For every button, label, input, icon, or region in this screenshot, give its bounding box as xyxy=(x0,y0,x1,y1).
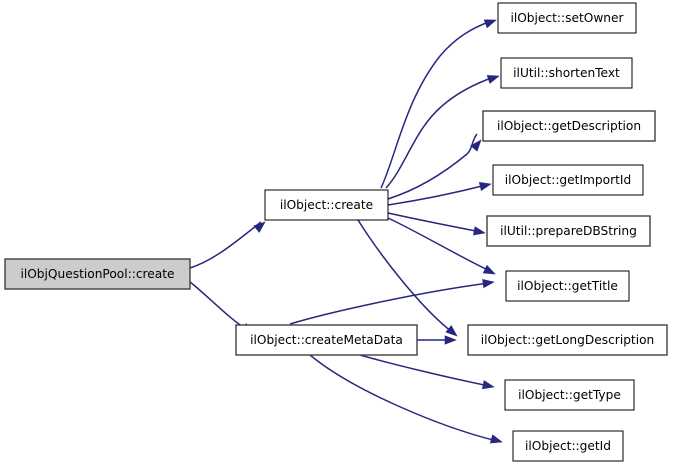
arrowhead-ilObject_getTitle_from_create xyxy=(482,264,496,275)
arrowhead-ilUtil_prepareDBString xyxy=(473,226,486,236)
arrowhead-ilUtil_shortenText xyxy=(486,75,500,84)
node-label-ilObject_getTitle: ilObject::getTitle xyxy=(517,279,618,293)
node-ilObject_getType[interactable]: ilObject::getType xyxy=(504,379,635,411)
node-ilUtil_prepareDBString[interactable]: ilUtil::prepareDBString xyxy=(486,215,651,247)
arrowhead-ilObject_getImportId xyxy=(478,182,492,192)
node-label-ilUtil_prepareDBString: ilUtil::prepareDBString xyxy=(500,224,637,238)
edge-ilObject_create-to-ilUtil_prepareDBString xyxy=(387,212,482,233)
node-box-ilObject_getImportId[interactable] xyxy=(492,164,644,196)
edge-ilObject_create-to-ilObject_getImportId xyxy=(387,184,487,206)
edge-ilObject_create-to-ilObject_getDescription xyxy=(387,133,478,200)
node-ilObject_create[interactable]: ilObject::create xyxy=(264,189,389,221)
arrowheads-layer xyxy=(240,19,503,444)
edge-ilObject_createMetaData-to-ilObject_getType xyxy=(359,354,490,387)
node-label-ilObject_getId: ilObject::getId xyxy=(525,439,611,453)
arrowhead-ilObject_create xyxy=(253,221,266,233)
arrowhead-ilObject_setOwner xyxy=(483,19,497,29)
edge-ilObject_createMetaData-to-ilObject_getId xyxy=(309,354,498,442)
node-ilObject_getTitle[interactable]: ilObject::getTitle xyxy=(505,270,630,302)
edge-ilObject_createMetaData-to-ilObject_getTitle xyxy=(289,282,490,325)
arrowhead-ilObject_getLongDescription_from_create xyxy=(445,325,458,337)
node-box-ilObjQuestionPool_create[interactable] xyxy=(4,258,191,290)
node-label-ilObject_setOwner: ilObject::setOwner xyxy=(510,11,624,25)
arrowhead-ilObject_getLongDescription_from_meta xyxy=(444,335,457,345)
node-label-ilObjQuestionPool_create: ilObjQuestionPool::create xyxy=(20,267,174,281)
edge-ilObject_create-to-ilObject_getLongDescription xyxy=(357,219,453,333)
node-box-ilObject_getTitle[interactable] xyxy=(505,270,630,302)
node-box-ilObject_createMetaData[interactable] xyxy=(235,324,418,356)
arrowhead-ilObject_getDescription xyxy=(470,139,482,152)
nodes-layer: ilObjQuestionPool::createilObject::creat… xyxy=(4,2,668,462)
node-box-ilObject_getDescription[interactable] xyxy=(482,110,656,142)
node-ilObject_getDescription[interactable]: ilObject::getDescription xyxy=(482,110,656,142)
node-ilObjQuestionPool_create[interactable]: ilObjQuestionPool::create xyxy=(4,258,191,290)
node-ilObject_getLongDescription[interactable]: ilObject::getLongDescription xyxy=(467,324,668,356)
edge-ilObjQuestionPool_create-to-ilObject_createMetaData xyxy=(189,281,250,332)
node-box-ilObject_create[interactable] xyxy=(264,189,389,221)
edge-ilObject_create-to-ilObject_setOwner xyxy=(380,20,492,189)
node-label-ilObject_create: ilObject::create xyxy=(280,198,373,212)
node-box-ilUtil_shortenText[interactable] xyxy=(500,57,633,89)
node-box-ilUtil_prepareDBString[interactable] xyxy=(486,215,651,247)
node-label-ilUtil_shortenText: ilUtil::shortenText xyxy=(513,66,620,80)
arrowhead-ilObject_getType xyxy=(481,380,495,390)
node-label-ilObject_getDescription: ilObject::getDescription xyxy=(497,119,641,133)
arrowhead-ilObject_getId xyxy=(489,434,503,444)
arrowhead-ilObject_getTitle_from_meta xyxy=(482,278,495,289)
node-box-ilObject_getLongDescription[interactable] xyxy=(467,324,668,356)
node-box-ilObject_getType[interactable] xyxy=(504,379,635,411)
edge-ilObject_create-to-ilUtil_shortenText xyxy=(385,76,495,189)
node-ilObject_setOwner[interactable]: ilObject::setOwner xyxy=(497,2,637,34)
node-label-ilObject_getLongDescription: ilObject::getLongDescription xyxy=(481,333,655,347)
node-label-ilObject_getType: ilObject::getType xyxy=(518,388,621,402)
node-box-ilObject_getId[interactable] xyxy=(512,430,624,462)
node-ilObject_getId[interactable]: ilObject::getId xyxy=(512,430,624,462)
edge-ilObjQuestionPool_create-to-ilObject_create xyxy=(189,221,262,269)
node-label-ilObject_createMetaData: ilObject::createMetaData xyxy=(250,333,403,347)
edges-layer xyxy=(189,20,498,442)
node-box-ilObject_setOwner[interactable] xyxy=(497,2,637,34)
node-ilObject_getImportId[interactable]: ilObject::getImportId xyxy=(492,164,644,196)
node-ilUtil_shortenText[interactable]: ilUtil::shortenText xyxy=(500,57,633,89)
edge-ilObject_create-to-ilObject_getTitle xyxy=(387,217,491,272)
node-label-ilObject_getImportId: ilObject::getImportId xyxy=(505,173,631,187)
node-ilObject_createMetaData[interactable]: ilObject::createMetaData xyxy=(235,324,418,356)
